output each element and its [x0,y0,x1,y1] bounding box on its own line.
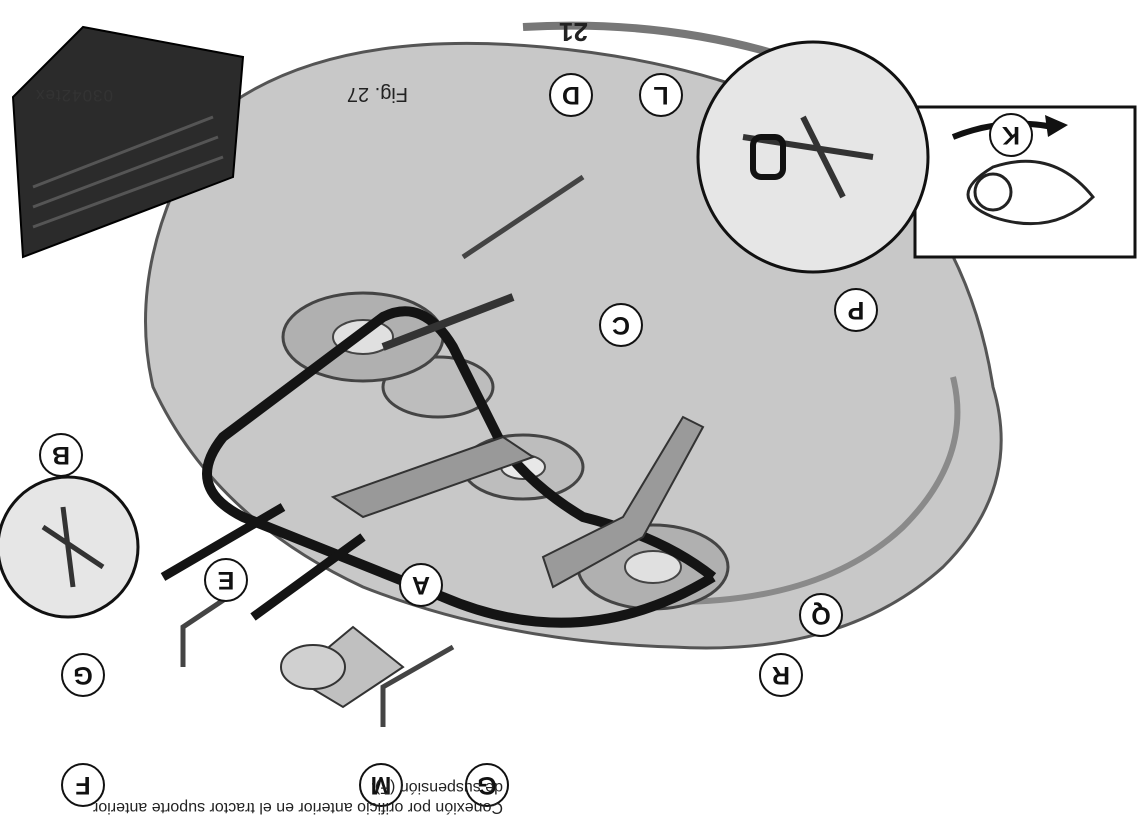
detail-linkage-parts [742,115,874,199]
callout-K: K [989,113,1033,157]
chute-ribs [32,115,224,229]
callout-G-upper: G [61,653,105,697]
deck-rim [672,376,961,605]
caption-line-1: Conexión por orificio anterior en el tra… [93,799,503,816]
discharge-chute [11,25,245,259]
page-number: 21 [559,17,588,47]
callout-E: E [204,558,248,602]
front-pulley [280,644,346,690]
belt-guide-bracket [330,435,536,519]
hairpin-clip-icon [966,159,1096,226]
callout-C: C [599,303,643,347]
detail-bracket-parts [41,506,105,588]
arrow-head-icon [1045,115,1068,137]
figure-code: 03042tex [35,86,113,105]
callout-D: D [549,73,593,117]
callout-B: B [39,433,83,477]
callout-A-mid: A [399,563,443,607]
pulley-hub-left [624,550,682,584]
detail-link-loop [750,134,786,180]
belt-guide-rod [461,174,585,260]
figure-label: Fig. 27 [346,83,408,105]
caption-line-2: de suspensión (F). [370,779,503,796]
detail-circle-linkage [696,40,930,274]
deck-bracket [541,415,705,589]
drive-belt [202,306,717,628]
pin-icon [973,172,1013,212]
callout-Q: Q [799,593,843,637]
tension-arm [381,293,515,351]
callout-L: L [639,73,683,117]
callout-R: R [759,653,803,697]
callout-P: P [834,288,878,332]
belt-to-engine [160,503,366,621]
